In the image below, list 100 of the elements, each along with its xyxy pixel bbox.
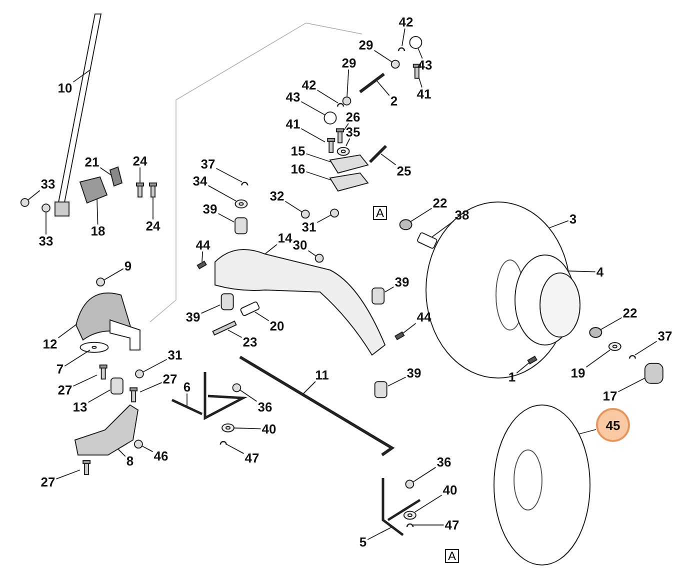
leader-line [432, 220, 454, 238]
leader-line [88, 390, 110, 403]
callout-number: 11 [314, 368, 330, 382]
callout-number: 32 [268, 190, 286, 202]
leader-line [316, 90, 338, 104]
leader-line [402, 28, 406, 46]
spindle [382, 476, 422, 536]
callout-number: 27 [162, 372, 178, 386]
bolt [99, 364, 108, 380]
callout-number: 12 [42, 338, 58, 350]
callout-number: 24 [132, 154, 148, 168]
leader-line [308, 250, 316, 256]
leader-line [152, 196, 154, 220]
callout-number: 43 [416, 58, 434, 72]
callout-number: 41 [416, 88, 432, 100]
leader-line [228, 330, 242, 338]
bolt [336, 128, 344, 144]
leader-line [367, 526, 392, 540]
leader-line [28, 190, 40, 200]
hex-nut [134, 369, 144, 378]
leader-line [234, 428, 262, 430]
callout-number: 13 [72, 400, 88, 414]
washer [222, 423, 234, 432]
callout-number: 14 [276, 232, 294, 244]
hex-nut [314, 254, 324, 263]
callout-number: 40 [442, 484, 458, 496]
leader-line [208, 185, 236, 202]
callout-number: 8 [125, 454, 135, 468]
leader-line [300, 128, 326, 142]
leader-line [410, 208, 432, 222]
leader-line [64, 350, 90, 367]
leader-line [380, 154, 396, 166]
bushing [110, 378, 124, 395]
leader-line [284, 200, 302, 212]
leader-line [414, 494, 442, 512]
leader-line [72, 70, 90, 83]
washer [608, 342, 622, 351]
reference-letter: A [445, 549, 459, 563]
callout-number: 47 [244, 452, 260, 464]
leader-line [586, 350, 610, 368]
leader-line [412, 466, 436, 482]
leader-line [302, 381, 316, 394]
hex-nut [96, 278, 106, 287]
leader-line [216, 168, 242, 182]
leader-line [300, 101, 326, 116]
callout-number: 23 [242, 336, 258, 348]
callout-number: 39 [184, 310, 202, 324]
callout-number: 15 [290, 144, 306, 158]
callout-number: 39 [202, 202, 218, 216]
rod [359, 72, 385, 94]
leader-line [142, 358, 168, 372]
leader-line [412, 524, 444, 526]
callout-number: 39 [406, 366, 422, 380]
hex-nut [300, 210, 310, 219]
callout-number: 20 [268, 320, 286, 332]
callout-number: 36 [436, 456, 452, 468]
callout-number: 22 [432, 196, 448, 210]
front-axle [214, 249, 386, 356]
leader-line [568, 270, 596, 272]
leader-line [548, 220, 569, 228]
callout-number: 44 [194, 238, 212, 252]
bracket [109, 166, 123, 187]
leader-line [578, 429, 596, 434]
callout-number: 22 [622, 306, 638, 320]
leader-line [418, 78, 422, 88]
leader-line [600, 317, 622, 330]
leader-line [254, 312, 270, 322]
housing [79, 176, 108, 204]
callout-number: 29 [340, 56, 358, 70]
callout-number: 6 [182, 380, 192, 394]
callout-number: 39 [394, 276, 410, 288]
leader-line [140, 382, 162, 392]
callout-number: 30 [292, 238, 308, 252]
hex-nut [20, 198, 30, 207]
callout-number: 34 [192, 174, 208, 188]
callout-number: 5 [358, 536, 368, 548]
callout-number: 36 [256, 400, 274, 414]
bolt [327, 138, 336, 153]
hex-nut [342, 96, 352, 106]
leader-line [374, 50, 392, 62]
callout-number: 42 [300, 78, 318, 92]
callout-number: 33 [40, 178, 56, 190]
callout-number: 10 [56, 82, 74, 94]
leader-line [346, 69, 350, 98]
leader-line [218, 213, 234, 222]
callout-number: 41 [284, 118, 302, 130]
leader-line [388, 376, 406, 386]
callout-number: 17 [602, 390, 618, 402]
washer [234, 199, 248, 208]
callout-number: 37 [200, 158, 216, 170]
callout-number: 27 [40, 476, 56, 488]
plate [329, 154, 369, 174]
reference-letter: A [373, 206, 387, 220]
callout-number: 18 [90, 224, 106, 238]
leader-line [316, 214, 332, 223]
bushing [234, 217, 248, 234]
hex-nut [134, 440, 143, 449]
leader-line [72, 374, 98, 387]
inner-tube [494, 404, 590, 566]
seal [399, 219, 412, 230]
